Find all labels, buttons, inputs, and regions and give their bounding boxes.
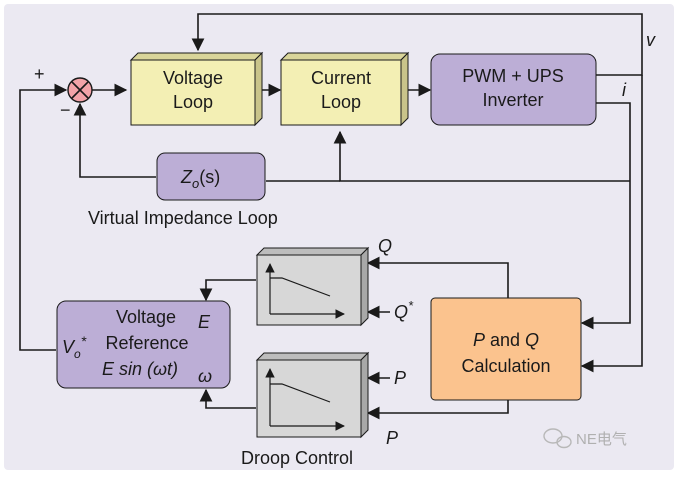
voltage-reference-block: Voltage E Vo* Reference E sin (ωt) ω [56, 300, 231, 389]
pwm-line1: PWM + UPS [462, 66, 564, 86]
droop-control-label: Droop Control [241, 448, 353, 468]
pq-line2: Calculation [461, 356, 550, 376]
ref-line1: Voltage [116, 307, 176, 327]
minus-sign: − [60, 100, 71, 120]
current-loop-block: Current Loop [279, 51, 410, 127]
pq-and: and [485, 330, 525, 350]
pq-p: P [473, 330, 485, 350]
q-droop-block [255, 246, 370, 327]
v-to-pq-line [580, 75, 643, 373]
zo-block: Zo(s) [156, 152, 266, 201]
zo-sub: o [192, 176, 199, 191]
watermark: NE电气 [543, 428, 627, 449]
plus-sign: + [34, 64, 45, 84]
svg-text:Zo(s): Zo(s) [180, 167, 220, 191]
pq-calculation-block: P and Q Calculation [430, 297, 582, 401]
ref-to-sum-line [19, 83, 68, 351]
svg-text:P and Q: P and Q [473, 330, 539, 350]
signal-lines [19, 13, 643, 420]
p-input-label: P [394, 368, 406, 388]
p-droop-block [255, 351, 370, 439]
summing-junction [67, 77, 93, 103]
ref-e-label: E [198, 312, 211, 332]
zo-arg: (s) [199, 167, 220, 187]
v-feedback-line [191, 13, 643, 76]
ref-omega-label: ω [198, 366, 212, 386]
ref-line3: E sin (ωt) [102, 359, 178, 379]
ref-line2: Reference [105, 333, 188, 353]
q-droop-to-ref-line [199, 279, 256, 302]
watermark-text: NE电气 [576, 431, 627, 448]
q-star-label: Q* [394, 298, 414, 322]
zo-to-sum-line [73, 102, 156, 178]
voltage-loop-line1: Voltage [163, 68, 223, 88]
i-label: i [622, 80, 627, 100]
zo-letter: Z [180, 167, 193, 187]
pwm-inverter-block: PWM + UPS Inverter [430, 53, 597, 126]
pwm-line2: Inverter [482, 90, 543, 110]
p-output-label: P [386, 428, 398, 448]
vo-star-label: Vo* [62, 333, 87, 361]
pq-q: Q [525, 330, 539, 350]
virtual-impedance-label: Virtual Impedance Loop [88, 208, 278, 228]
v-label: v [646, 30, 656, 50]
pq-to-p-droop-line [366, 400, 509, 420]
voltage-loop-line2: Loop [173, 92, 213, 112]
wechat-icon [543, 428, 572, 449]
p-droop-to-ref-line [199, 388, 256, 409]
pq-to-q-droop-line [366, 256, 509, 298]
voltage-loop-block: Voltage Loop [129, 51, 264, 127]
i-feedback-line [580, 102, 631, 330]
current-loop-line2: Loop [321, 92, 361, 112]
q-label: Q [378, 236, 392, 256]
current-loop-line1: Current [311, 68, 371, 88]
